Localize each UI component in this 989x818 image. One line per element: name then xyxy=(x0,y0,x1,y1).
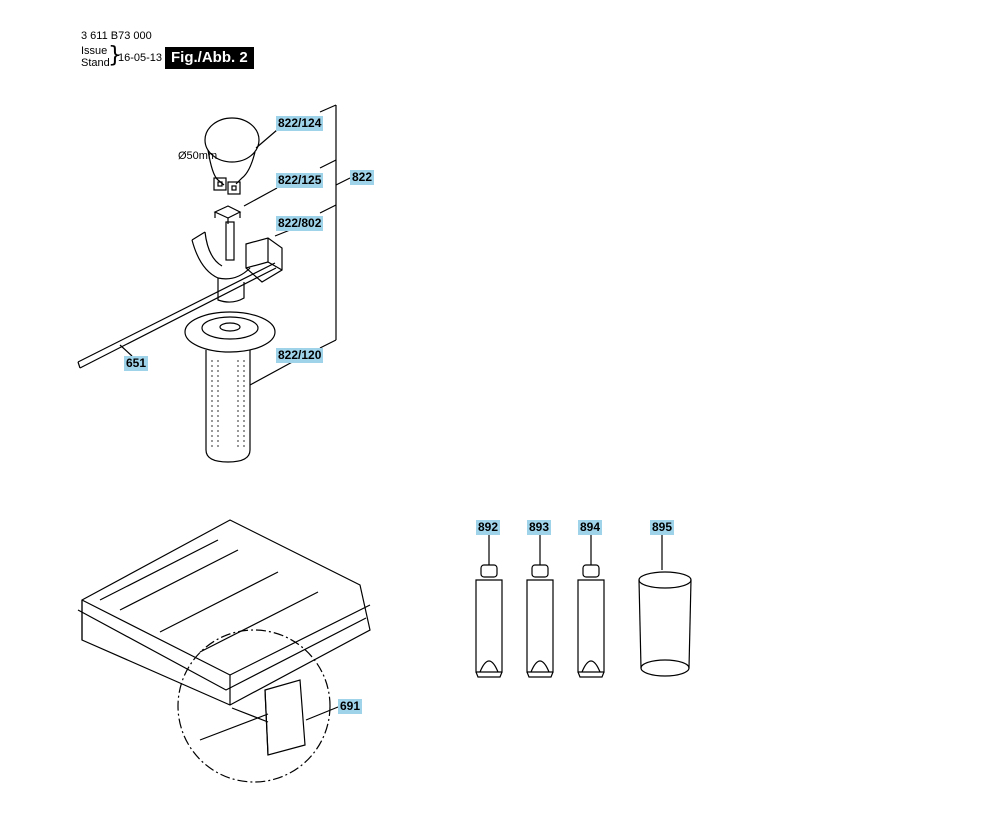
handle-holder-part xyxy=(191,221,296,303)
issue-label: Issue xyxy=(81,45,108,57)
callout-822-120: 822/120 xyxy=(276,348,324,363)
grease-tube-894 xyxy=(577,535,605,678)
callout-893: 893 xyxy=(527,520,552,535)
grease-tube-893 xyxy=(526,535,554,678)
callout-894: 894 xyxy=(578,520,603,535)
callout-892: 892 xyxy=(476,520,501,535)
grease-tube-892 xyxy=(475,535,503,678)
callout-895: 895 xyxy=(650,520,675,535)
detail-circle xyxy=(177,629,339,783)
callout-651: 651 xyxy=(124,356,149,371)
callout-822-802: 822/802 xyxy=(276,216,324,231)
callout-822-124: 822/124 xyxy=(276,116,324,131)
clamp-band-part xyxy=(204,117,278,195)
issue-stand-label: Issue Stand xyxy=(81,45,110,69)
brace-glyph: } xyxy=(108,43,122,68)
clamp-screw-part xyxy=(213,187,278,224)
group-bracket-822 xyxy=(319,104,351,349)
callout-822-125: 822/125 xyxy=(276,173,324,188)
figure-label: Fig./Abb. 2 xyxy=(165,47,254,69)
stand-label: Stand xyxy=(81,57,110,69)
callout-691: 691 xyxy=(338,699,363,714)
depth-rod-part xyxy=(77,262,277,369)
part-number: 3 611 B73 000 xyxy=(81,30,152,42)
auxiliary-handle-part xyxy=(184,311,297,463)
grease-can-895 xyxy=(638,535,692,677)
diameter-annotation: Ø50mm xyxy=(178,150,218,162)
callout-822: 822 xyxy=(350,170,375,185)
issue-date: 16-05-13 xyxy=(118,52,163,64)
carrying-case-part xyxy=(77,519,371,706)
